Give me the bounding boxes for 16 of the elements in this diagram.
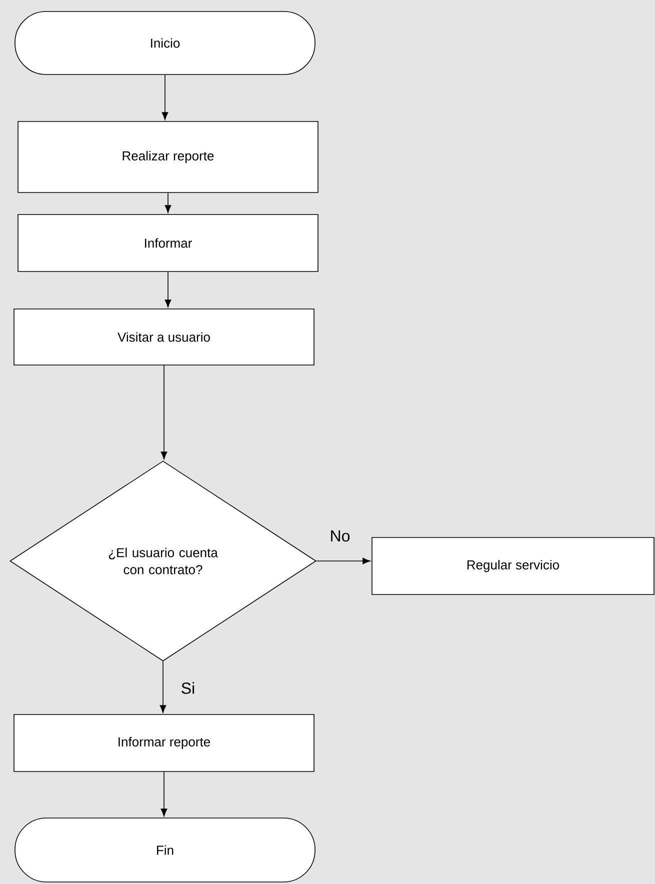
process-box: Realizar reporte (18, 121, 318, 193)
process-box: Visitar a usuario (14, 308, 314, 366)
arrow (160, 661, 166, 713)
edge-label: No (331, 530, 350, 542)
arrow (164, 192, 172, 213)
process-box: Informar (18, 214, 318, 272)
edge-label: Si (182, 682, 194, 694)
arrow (162, 74, 168, 120)
process-box: Informar reporte (14, 714, 314, 772)
arrow (164, 272, 172, 308)
terminal-box: Fin (14, 818, 316, 882)
process-box: Regular servicio (372, 537, 654, 595)
terminal-box: Inicio (14, 11, 316, 75)
arrow (160, 772, 168, 816)
arrow (316, 558, 370, 564)
arrow (160, 365, 168, 460)
